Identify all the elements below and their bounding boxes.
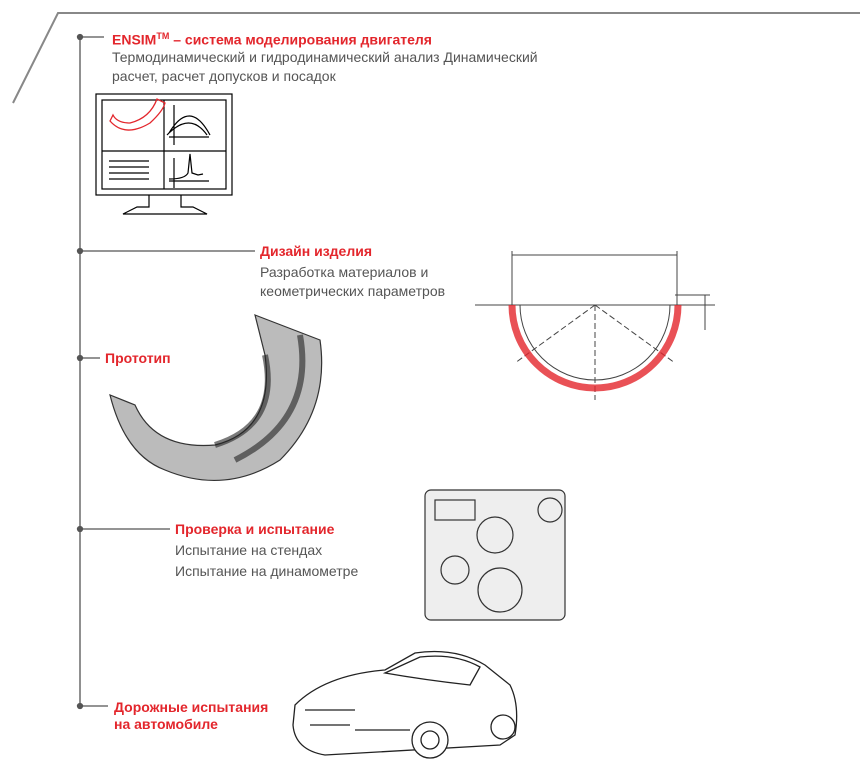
- stage-design-title: Дизайн изделия: [260, 243, 372, 259]
- stage-ensim-title: ENSIMTM – система моделирования двигател…: [112, 31, 432, 48]
- monitor-illustration: [95, 93, 233, 215]
- engine-illustration: [424, 489, 566, 621]
- bearing-drawing: [475, 251, 715, 400]
- car-illustration: [292, 650, 518, 759]
- stage-prototype-title: Прототип: [105, 350, 171, 366]
- stage-ensim-description: Термодинамический и гидродинамический ан…: [112, 49, 538, 84]
- stage-testing-title: Проверка и испытание: [175, 521, 335, 537]
- bearing-shell-illustration: [109, 314, 323, 482]
